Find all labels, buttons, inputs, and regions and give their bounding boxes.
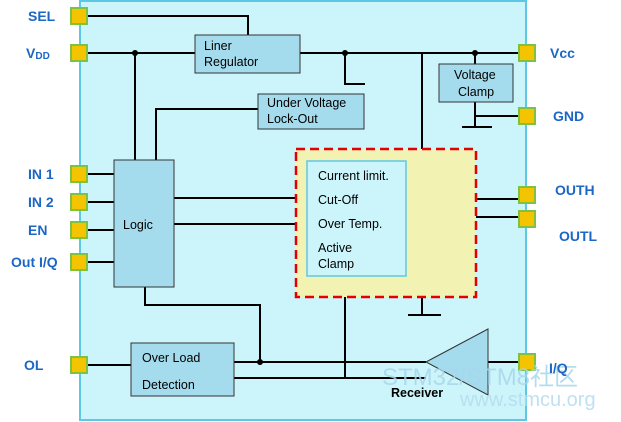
- label-out-iq: Out I/Q: [11, 254, 58, 270]
- logic-label: Logic: [123, 218, 153, 232]
- pin-en: [70, 221, 88, 239]
- pin-vdd: [70, 44, 88, 62]
- pin-in2: [70, 193, 88, 211]
- protection-current-limit: Current limit.: [318, 169, 389, 183]
- pin-gnd: [518, 107, 536, 125]
- label-vcc: Vcc: [550, 45, 575, 61]
- receiver-triangle: [424, 328, 489, 396]
- label-in2: IN 2: [28, 194, 54, 210]
- protection-over-temp: Over Temp.: [318, 217, 382, 231]
- regulator-label-1: Liner: [204, 39, 232, 53]
- pin-iq: [518, 353, 536, 371]
- label-in1: IN 1: [28, 166, 54, 182]
- label-ol: OL: [24, 357, 44, 373]
- pin-out-iq: [70, 253, 88, 271]
- uvlo-block: [257, 93, 365, 130]
- protection-cut-off: Cut-Off: [318, 193, 359, 207]
- logic-block: [113, 159, 175, 288]
- label-iq: I/Q: [549, 360, 568, 376]
- label-vdd: VDD: [26, 45, 50, 62]
- pin-sel: [70, 7, 88, 25]
- watermark-line1: STM32/STM8社区: [382, 364, 578, 391]
- pin-vcc: [518, 44, 536, 62]
- overload-block: [130, 342, 235, 397]
- watermark-line2: www.stmcu.org: [459, 389, 596, 411]
- overload-label-1: Over Load: [142, 351, 200, 365]
- label-gnd: GND: [553, 108, 584, 124]
- protection-block: [306, 160, 407, 277]
- pins: [70, 7, 536, 374]
- uvlo-label-1: Under Voltage: [267, 96, 346, 110]
- protection-active: Active: [318, 241, 352, 255]
- receiver-label: Receiver: [391, 386, 443, 400]
- voltage-clamp-block: [438, 63, 514, 103]
- label-en: EN: [28, 222, 47, 238]
- clamp-label-1: Voltage: [454, 68, 496, 82]
- uvlo-label-2: Lock-Out: [267, 112, 318, 126]
- pin-outl: [518, 210, 536, 228]
- pin-outh: [518, 186, 536, 204]
- label-outh: OUTH: [555, 182, 595, 198]
- pin-in1: [70, 165, 88, 183]
- protection-clamp: Clamp: [318, 257, 354, 271]
- clamp-label-2: Clamp: [458, 85, 494, 99]
- regulator-label-2: Regulator: [204, 55, 258, 69]
- label-outl: OUTL: [559, 228, 598, 244]
- pin-ol: [70, 356, 88, 374]
- label-sel: SEL: [28, 8, 56, 24]
- overload-label-2: Detection: [142, 378, 195, 392]
- regulator-block: [194, 34, 301, 74]
